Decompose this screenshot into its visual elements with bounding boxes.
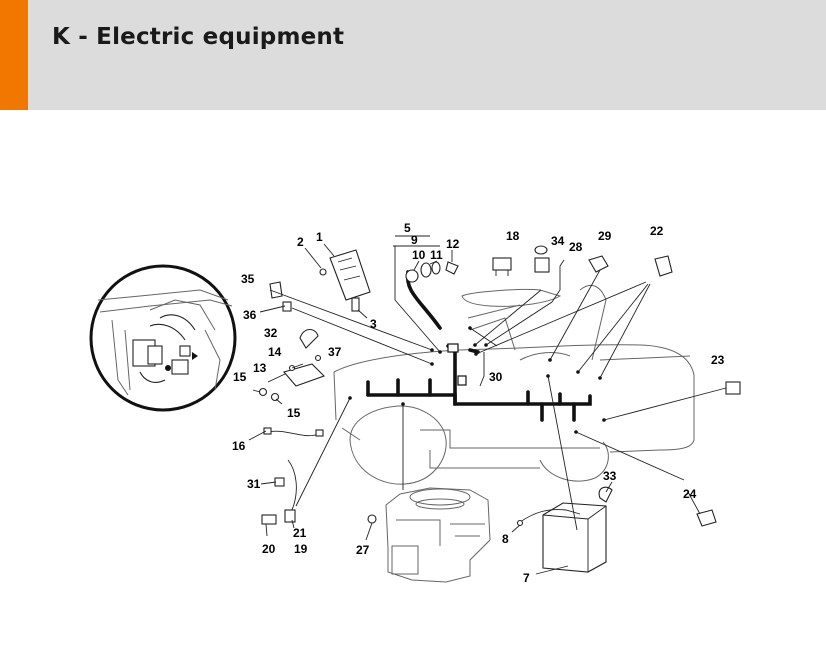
callout-34: 34 [551, 234, 565, 248]
callout-8: 8 [502, 532, 509, 546]
callout-3: 3 [370, 317, 377, 331]
leader-lines [248, 235, 727, 575]
callout-21: 21 [293, 526, 307, 540]
callout-5: 5 [404, 221, 411, 235]
battery [516, 502, 607, 573]
callout-35: 35 [241, 272, 255, 286]
callout-2: 2 [297, 235, 304, 249]
callout-12: 12 [446, 237, 460, 251]
callout-1: 1 [316, 230, 323, 244]
callout-20: 20 [262, 542, 276, 556]
engine [385, 487, 491, 583]
callout-30: 30 [489, 370, 503, 384]
callout-11: 11 [430, 248, 443, 262]
callout-14: 14 [268, 345, 282, 359]
callout-28: 28 [569, 240, 583, 254]
callout-22: 22 [650, 224, 664, 238]
callout-24: 24 [683, 487, 697, 501]
accent-stripe [0, 0, 28, 110]
callout-32: 32 [264, 326, 278, 340]
page-title: K - Electric equipment [52, 24, 345, 50]
callout-27: 27 [356, 543, 370, 557]
callout-23: 23 [711, 353, 725, 367]
header-bar [0, 0, 826, 110]
callout-16: 16 [232, 439, 246, 453]
component-parts [258, 245, 741, 527]
callout-15-right: 15 [287, 406, 301, 420]
callout-13: 13 [253, 361, 267, 375]
callout-18: 18 [506, 229, 520, 243]
callout-36: 36 [243, 308, 257, 322]
callout-labels: 1 2 3 5 7 8 9 10 11 12 13 14 15 15 16 18… [232, 221, 725, 585]
tractor-outline [333, 284, 695, 485]
callout-19: 19 [294, 542, 308, 556]
callout-29: 29 [598, 229, 612, 243]
callout-15-left: 15 [233, 370, 247, 384]
callout-37: 37 [328, 345, 342, 359]
callout-31: 31 [247, 477, 261, 491]
leader-dots [348, 326, 606, 434]
callout-33: 33 [603, 469, 617, 483]
callout-9: 9 [411, 233, 418, 247]
callout-7: 7 [523, 571, 530, 585]
inset-detail-view [89, 264, 237, 412]
callout-10: 10 [412, 248, 426, 262]
